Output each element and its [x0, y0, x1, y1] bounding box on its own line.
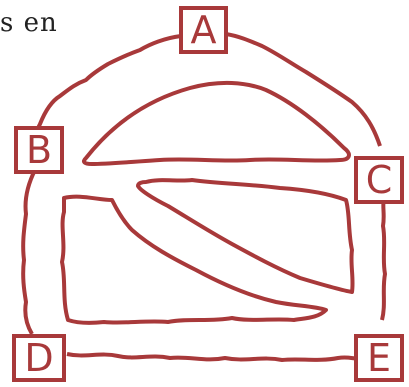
node-B-label: B [26, 128, 52, 172]
node-A: A [181, 8, 226, 52]
upper-lens-path [84, 83, 349, 164]
node-C: C [356, 158, 402, 202]
node-D-label: D [24, 336, 53, 380]
node-E: E [356, 336, 402, 380]
node-D: D [14, 336, 64, 380]
node-A-label: A [191, 8, 217, 52]
node-E-label: E [367, 336, 391, 380]
lower-region-path [62, 197, 326, 323]
diagonal-band-path [138, 180, 353, 292]
node-B: B [16, 128, 62, 172]
node-C-label: C [366, 158, 393, 202]
